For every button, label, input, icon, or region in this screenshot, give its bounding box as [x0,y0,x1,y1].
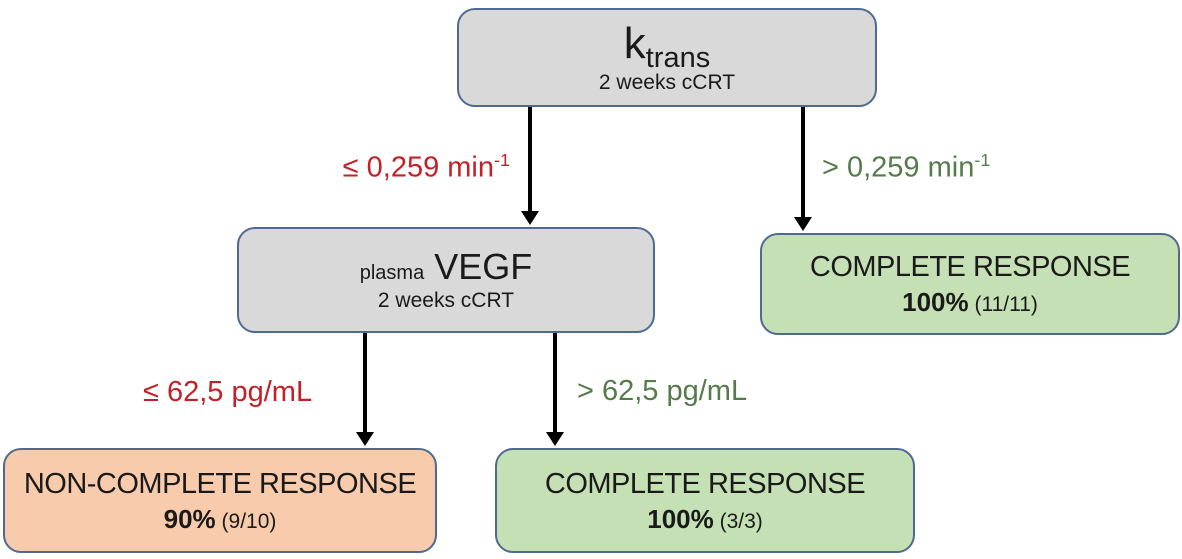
vegf-node: plasma VEGF 2 weeks cCRT [237,227,655,333]
arrow-shaft [363,333,367,435]
arrow-shaft [528,107,532,214]
ktrans-subtitle: 2 weeks cCRT [598,70,736,94]
arrow-shaft [801,107,805,220]
arrow-vegf-high [546,333,564,446]
ktrans-subscript: trans [645,42,711,75]
outcome-stat: 100% (3/3) [647,505,763,534]
condition-ktrans-high: > 0,259 min-1 [822,143,990,185]
vegf-prefix: plasma [359,262,425,285]
vegf-subtitle: 2 weeks cCRT [377,288,515,312]
arrow-vegf-low [356,333,374,446]
outcome-title: NON-COMPLETE RESPONSE [23,467,417,500]
outcome-fraction: (3/3) [714,510,763,533]
ktrans-node: ktrans 2 weeks cCRT [457,8,877,107]
outcome-fraction: (11/11) [969,293,1038,317]
outcome-fraction: (9/10) [216,510,277,533]
arrow-ktrans-high [794,107,812,231]
arrow-head-icon [521,211,539,225]
outcome-percent: 100% [647,503,714,534]
vegf-symbol: VEGF [424,246,532,287]
outcome-stat: 100% (11/11) [902,288,1038,317]
condition-text: ≤ 62,5 pg/mL [143,376,313,408]
outcome-fraction-text: (3/3) [719,509,763,533]
condition-superscript: -1 [974,150,991,170]
outcome-title: COMPLETE RESPONSE [544,467,866,500]
outcome-fraction-text: (11/11) [974,293,1038,317]
condition-vegf-high: > 62,5 pg/mL [577,374,747,408]
vegf-symbol-text: VEGF [434,246,533,288]
outcome-stat: 90% (9/10) [164,505,277,534]
outcome-percent: 90% [163,503,216,534]
complete-response-ktrans-high-node: COMPLETE RESPONSE 100% (11/11) [760,233,1180,335]
arrow-head-icon [356,432,374,446]
outcome-percent: 100% [902,287,969,318]
outcome-fraction-text: (9/10) [221,509,277,533]
arrow-shaft [553,333,557,435]
arrow-head-icon [546,432,564,446]
ktrans-symbol-line: ktrans [623,19,710,74]
arrow-head-icon [794,217,812,231]
vegf-symbol-line: plasma VEGF [360,248,533,286]
outcome-title: COMPLETE RESPONSE [809,251,1131,284]
condition-ktrans-low: ≤ 0,259 min-1 [295,143,510,185]
condition-text: > 62,5 pg/mL [577,375,748,407]
condition-text: > 0,259 min [822,151,975,184]
condition-vegf-low: ≤ 62,5 pg/mL [143,375,312,409]
ktrans-symbol: k [623,19,646,69]
complete-response-vegf-high-node: COMPLETE RESPONSE 100% (3/3) [495,448,915,553]
condition-text: ≤ 0,259 min [342,151,495,184]
condition-superscript: -1 [494,150,510,170]
arrow-ktrans-low [521,107,539,225]
non-complete-response-node: NON-COMPLETE RESPONSE 90% (9/10) [3,448,437,553]
